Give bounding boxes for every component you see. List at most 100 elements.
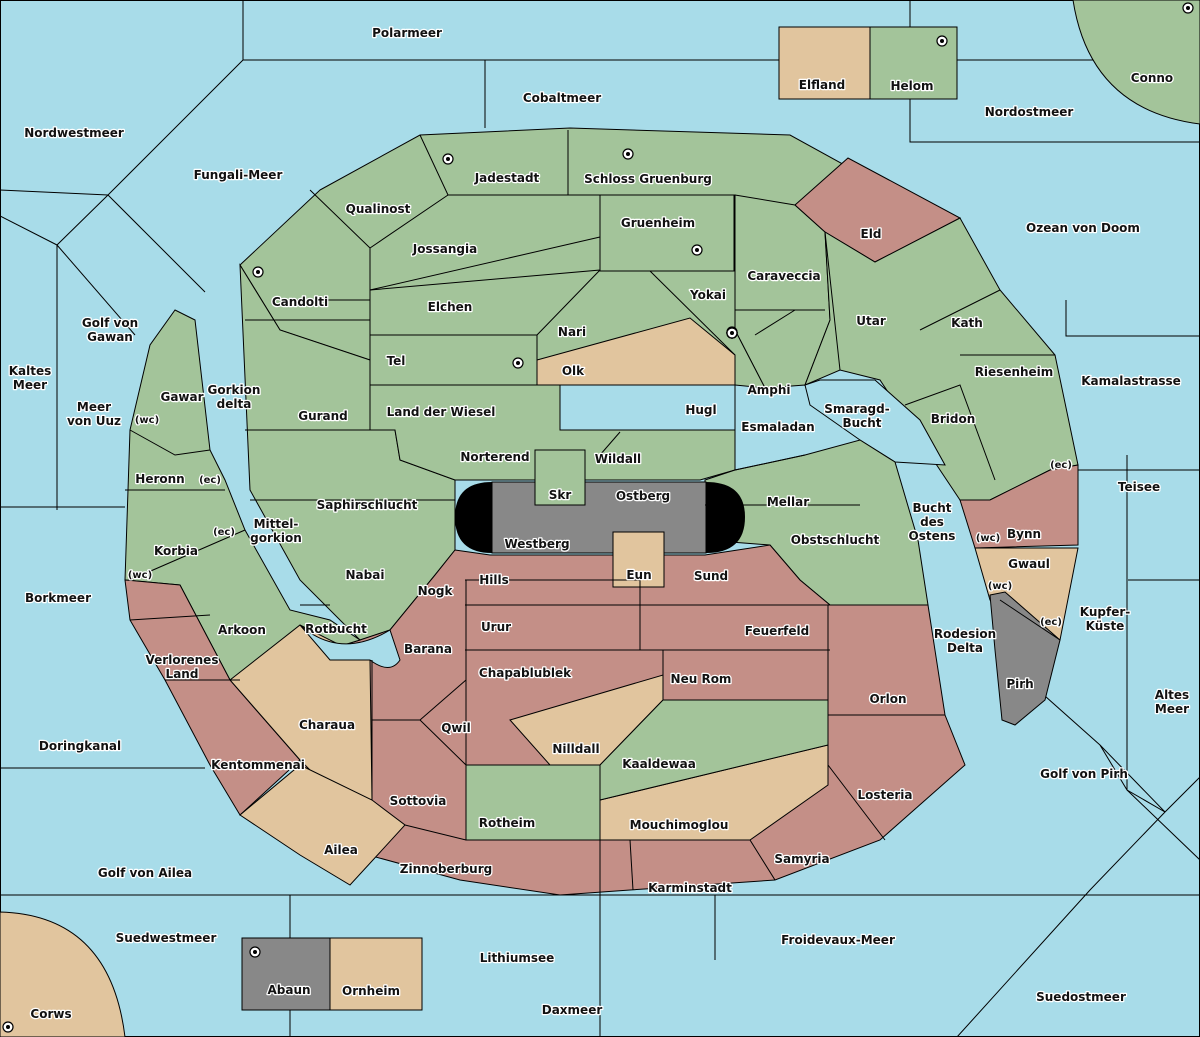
- label-helom: Helom: [890, 79, 933, 93]
- label-ornheim: Ornheim: [342, 984, 400, 998]
- label-utar: Utar: [856, 314, 886, 328]
- label-karminstadt: Karminstadt: [648, 881, 732, 895]
- coast-korbia-wc: (wc): [128, 570, 152, 581]
- territory-ornheim[interactable]: [329, 937, 423, 1011]
- impassable-west: [455, 482, 492, 553]
- supply-center-icon: [252, 266, 264, 278]
- label-qualinost: Qualinost: [346, 202, 411, 216]
- label-gruenheim: Gruenheim: [621, 216, 695, 230]
- label-kath: Kath: [951, 316, 983, 330]
- label-qwil: Qwil: [441, 721, 471, 735]
- territory-eun[interactable]: [612, 531, 665, 588]
- label-bynn: Bynn: [1007, 527, 1041, 541]
- territory-westberg-ostberg[interactable]: [491, 481, 707, 554]
- supply-center-icon: [442, 153, 454, 165]
- label-eld: Eld: [861, 227, 882, 241]
- label-riesenheim: Riesenheim: [975, 365, 1054, 379]
- label-saphirschlucht: Saphirschlucht: [317, 498, 418, 512]
- label-schloss-gruenburg: Schloss Gruenburg: [584, 172, 712, 186]
- label-hugl: Hugl: [685, 403, 716, 417]
- territory-corws[interactable]: [0, 911, 126, 1037]
- label-orlon: Orlon: [869, 692, 906, 706]
- territory-gruenheim[interactable]: [599, 194, 735, 272]
- label-teisee: Teisee: [1118, 480, 1160, 494]
- label-kaltes-meer-2: Meer: [13, 378, 47, 392]
- label-nordostmeer: Nordostmeer: [985, 105, 1074, 119]
- label-conno: Conno: [1131, 71, 1173, 85]
- label-cobaltmeer: Cobaltmeer: [523, 91, 601, 105]
- label-ailea: Ailea: [324, 843, 358, 857]
- label-nilldall: Nilldall: [552, 742, 599, 756]
- supply-center-icon: [512, 357, 524, 369]
- territory-rotheim[interactable]: [465, 764, 601, 841]
- label-candolti: Candolti: [272, 295, 328, 309]
- label-hills: Hills: [479, 573, 509, 587]
- territory-kaaldewaa[interactable]: [599, 699, 829, 801]
- label-chapablublek: Chapablublek: [479, 666, 572, 680]
- label-heronn: Heronn: [135, 472, 184, 486]
- label-verlorenes-land-1: Verlorenes: [146, 653, 219, 667]
- label-sund: Sund: [694, 569, 728, 583]
- supply-center-icon: [936, 35, 948, 47]
- territory-elfland[interactable]: [778, 26, 871, 100]
- label-nordwestmeer: Nordwestmeer: [24, 126, 124, 140]
- territory-conno[interactable]: [1072, 0, 1200, 125]
- label-amphi: Amphi: [747, 383, 790, 397]
- label-feuerfeld: Feuerfeld: [745, 624, 810, 638]
- label-gurand: Gurand: [298, 409, 348, 423]
- sea-smaragd-bucht[interactable]: [804, 379, 946, 466]
- label-bucht-des-ostens-3: Ostens: [909, 529, 956, 543]
- label-barana: Barana: [404, 642, 452, 656]
- label-rotheim: Rotheim: [479, 816, 536, 830]
- label-tel: Tel: [387, 354, 406, 368]
- label-gwaul: Gwaul: [1008, 557, 1050, 571]
- sea-rotbucht[interactable]: [299, 624, 401, 668]
- label-sottovia: Sottovia: [390, 794, 447, 808]
- label-korbia: Korbia: [154, 544, 198, 558]
- label-borkmeer: Borkmeer: [25, 591, 91, 605]
- label-meer-von-uuz-1: Meer: [77, 400, 111, 414]
- label-nabai: Nabai: [346, 568, 385, 582]
- label-elchen: Elchen: [428, 300, 473, 314]
- label-bucht-des-ostens-2: des: [920, 515, 944, 529]
- label-kaaldewaa: Kaaldewaa: [622, 757, 696, 771]
- supply-center-icon: [622, 148, 634, 160]
- label-wildall: Wildall: [595, 452, 641, 466]
- label-arkoon: Arkoon: [218, 623, 266, 637]
- label-charaua: Charaua: [299, 718, 355, 732]
- supply-center-icon: [691, 244, 703, 256]
- label-losteria: Losteria: [857, 788, 912, 802]
- label-jossangia: Jossangia: [412, 242, 477, 256]
- label-rodesion-delta-2: Delta: [947, 641, 983, 655]
- label-esmaladan: Esmaladan: [741, 420, 814, 434]
- territory-pirh[interactable]: [989, 591, 1061, 726]
- label-verlorenes-land-2: Land: [166, 667, 199, 681]
- label-rotbucht: Rotbucht: [305, 622, 367, 636]
- label-land-der-wiesel: Land der Wiesel: [387, 405, 496, 419]
- label-skr: Skr: [549, 488, 572, 502]
- label-polarmeer: Polarmeer: [372, 26, 442, 40]
- label-suedwestmeer: Suedwestmeer: [116, 931, 217, 945]
- label-gorkion-delta-2: delta: [217, 397, 252, 411]
- label-froidevaux-meer: Froidevaux-Meer: [781, 933, 895, 947]
- label-norterend: Norterend: [460, 450, 529, 464]
- label-bucht-des-ostens-1: Bucht: [912, 501, 951, 515]
- supply-center-icon: [2, 1021, 14, 1033]
- label-neu-rom: Neu Rom: [671, 672, 732, 686]
- label-rodesion-delta-1: Rodesion: [934, 627, 996, 641]
- label-mittel-gorkion-1: Mittel-: [254, 517, 299, 531]
- supply-center-icon: [249, 946, 261, 958]
- label-ostberg: Ostberg: [616, 489, 670, 503]
- coast-gwaul-wc: (wc): [988, 581, 1012, 592]
- territory-skr[interactable]: [534, 449, 586, 506]
- label-gawar: Gawar: [160, 390, 203, 404]
- label-yokai: Yokai: [689, 288, 726, 302]
- label-obstschlucht: Obstschlucht: [791, 533, 880, 547]
- label-bridon: Bridon: [931, 412, 976, 426]
- label-kupfer-kueste-2: Küste: [1086, 619, 1125, 633]
- label-kamalastrasse: Kamalastrasse: [1081, 374, 1181, 388]
- coast-gawar-wc: (wc): [135, 415, 159, 426]
- label-olk: Olk: [562, 364, 585, 378]
